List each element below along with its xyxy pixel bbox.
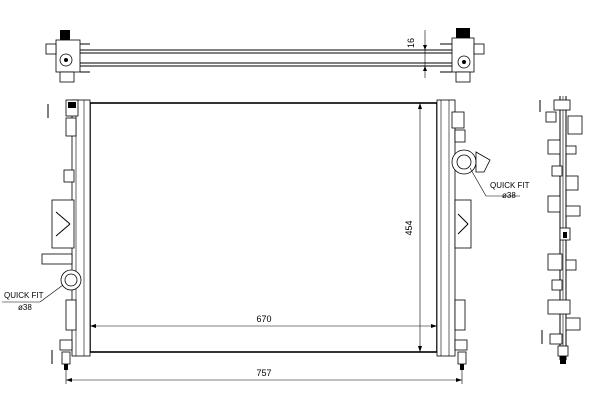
front-view: 454 670 757 QUICK FIT ø38 (2, 99, 530, 384)
left-tank (41, 99, 91, 370)
dim-top-thickness: 16 (406, 38, 416, 48)
right-tank (436, 99, 491, 370)
dimension-core-width: 670 (90, 314, 437, 328)
callout-quick-fit-right: QUICK FIT ø38 (469, 167, 530, 200)
callout-right-size: ø38 (502, 191, 516, 200)
top-view: 16 (45, 28, 485, 83)
dimension-overall-width: 757 (65, 366, 463, 384)
dim-core-width: 670 (256, 314, 271, 324)
side-view (539, 96, 583, 364)
dim-overall-width: 757 (256, 368, 271, 378)
dimension-top-thickness: 16 (406, 30, 440, 78)
callout-left-label: QUICK FIT (4, 291, 44, 300)
top-right-bracket (440, 28, 485, 83)
callout-right-label: QUICK FIT (490, 181, 530, 190)
dimension-core-height: 454 (404, 103, 422, 352)
callout-left-size: ø38 (18, 303, 32, 312)
callout-quick-fit-left: QUICK FIT ø38 (2, 284, 64, 312)
top-left-bracket (45, 30, 90, 83)
dim-core-height: 454 (404, 220, 414, 235)
